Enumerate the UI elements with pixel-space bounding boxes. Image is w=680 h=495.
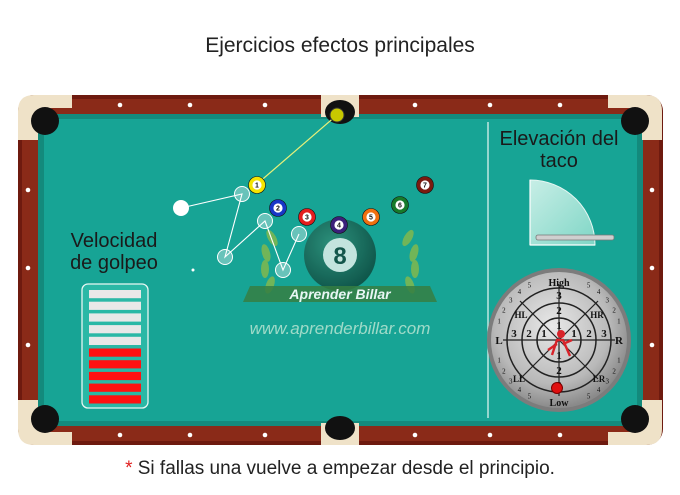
target-pocket-marker[interactable] (329, 107, 345, 123)
dial-rim-number: 3 (509, 297, 513, 305)
dial-rim-number: 4 (597, 288, 601, 296)
watermark-logo: 8 Aprender Billar www.aprenderbillar.com (243, 219, 437, 338)
dial-label-low: Low (550, 398, 570, 409)
ball-3[interactable]: 3 (298, 208, 316, 226)
dial-ring-number: 2 (586, 328, 592, 340)
speed-bar-empty[interactable] (89, 336, 141, 345)
ball-number-label: 3 (305, 215, 309, 222)
dial-ring-number: 3 (601, 328, 607, 340)
speed-bar-empty[interactable] (89, 290, 141, 299)
dial-rim-number: 2 (502, 306, 506, 314)
dial-label-right: R (615, 335, 624, 347)
dial-rim-number: 5 (587, 393, 591, 401)
footer-text: Si fallas una vuelve a empezar desde el … (137, 458, 555, 479)
dial-label-hl: HL (514, 310, 527, 320)
dial-rim-number: 4 (518, 386, 522, 394)
watermark-banner (243, 286, 437, 302)
ball-6[interactable]: 6 (391, 196, 409, 214)
dial-rim-number: 3 (606, 297, 610, 305)
dial-rim-number: 2 (612, 368, 616, 376)
dial-ring-number: 3 (511, 328, 517, 340)
dial-ring-number: 2 (556, 305, 562, 317)
dial-label-high: High (548, 278, 570, 289)
ball-number-label: 6 (398, 203, 402, 210)
dial-ring-number: 1 (571, 328, 577, 340)
footer-asterisk: * (125, 458, 133, 479)
ball-7[interactable]: 7 (416, 176, 434, 194)
dial-rim-number: 4 (597, 386, 601, 394)
ball-number-label: 7 (423, 183, 427, 190)
rail-diamonds (25, 102, 655, 438)
speed-bar-empty[interactable] (89, 313, 141, 322)
ball-1[interactable]: 1 (248, 176, 266, 194)
dial-rim-number: 2 (612, 306, 616, 314)
dial-label-lr: LR (593, 374, 606, 384)
cue-tip-marker[interactable] (551, 382, 563, 394)
player-icon (547, 330, 573, 357)
ball-5[interactable]: 5 (362, 208, 380, 226)
speed-bars[interactable] (89, 290, 141, 404)
dial-label-left: L (495, 335, 502, 347)
dial-rim-number: 1 (497, 356, 501, 364)
speed-bar-filled[interactable] (89, 360, 141, 369)
dial-ring-number: 2 (556, 365, 562, 377)
dial-ring-number: 1 (556, 320, 562, 332)
cue-elevation-widget[interactable] (529, 179, 615, 246)
ghost-ball (217, 249, 233, 265)
eight-ball-face (323, 238, 357, 272)
speed-label: Velocidad de golpeo (52, 230, 176, 274)
cue-ball-path (180, 186, 307, 278)
ball-number-label: 1 (255, 183, 259, 190)
elevation-label-line1: Elevación del (499, 128, 619, 150)
watermark-ball-number: 8 (333, 243, 346, 270)
watermark-banner-text: Aprender Billar (288, 286, 392, 302)
dial-label-ll: LL (513, 374, 525, 384)
footer-note: * Si fallas una vuelve a empezar desde e… (0, 458, 680, 480)
speed-label-line1: Velocidad (70, 230, 158, 252)
dial-ring-number: 1 (541, 328, 547, 340)
dial-rim-number: 4 (518, 288, 522, 296)
watermark-url: www.aprenderbillar.com (250, 319, 431, 338)
spin-dial[interactable]: HighLowLRHLHRLLLR11112222333355554444333… (487, 268, 631, 412)
laurel-wreath (261, 229, 419, 294)
dial-rim-number: 1 (497, 318, 501, 326)
speed-bar-filled[interactable] (89, 395, 141, 404)
dial-rim-number: 3 (606, 377, 610, 385)
ball-4[interactable]: 4 (330, 216, 348, 234)
dial-rim-number: 1 (617, 356, 621, 364)
dial-label-hr: HR (590, 310, 604, 320)
cue-stick-icon[interactable] (535, 234, 615, 241)
object-balls[interactable]: 1 2 3 4 5 6 7 (248, 176, 434, 234)
dial-ring-number: 3 (556, 290, 562, 302)
aim-line (256, 114, 338, 185)
speed-bar-filled[interactable] (89, 371, 141, 381)
elevation-label-line2: taco (540, 150, 578, 172)
speed-bar-filled[interactable] (89, 348, 141, 357)
dial-rim-number: 5 (528, 281, 532, 289)
ball-number-label: 4 (337, 223, 341, 230)
spot-marker (191, 268, 195, 272)
ghost-ball (234, 186, 250, 202)
cue-ball[interactable] (173, 200, 189, 216)
dial-rim-number: 5 (587, 281, 591, 289)
dial-rim-number: 3 (509, 377, 513, 385)
ghost-ball (275, 262, 291, 278)
ball-number-label: 2 (276, 206, 280, 213)
page-title: Ejercicios efectos principales (205, 34, 475, 57)
speed-bar-empty[interactable] (89, 301, 141, 310)
ghost-ball (291, 226, 307, 242)
dial-rim-number: 5 (528, 393, 532, 401)
ball-number-label: 5 (369, 215, 373, 222)
speed-bar-empty[interactable] (89, 325, 141, 334)
dial-ring-number: 1 (556, 350, 562, 362)
dial-rim-number: 2 (502, 368, 506, 376)
ball-2[interactable]: 2 (269, 199, 287, 217)
ghost-ball (257, 213, 273, 229)
dial-ring-number: 2 (526, 328, 532, 340)
elevation-label: Elevación del taco (490, 128, 628, 172)
speed-label-line2: de golpeo (70, 252, 158, 274)
speed-bar-filled[interactable] (89, 383, 141, 392)
dial-rim-number: 1 (617, 318, 621, 326)
